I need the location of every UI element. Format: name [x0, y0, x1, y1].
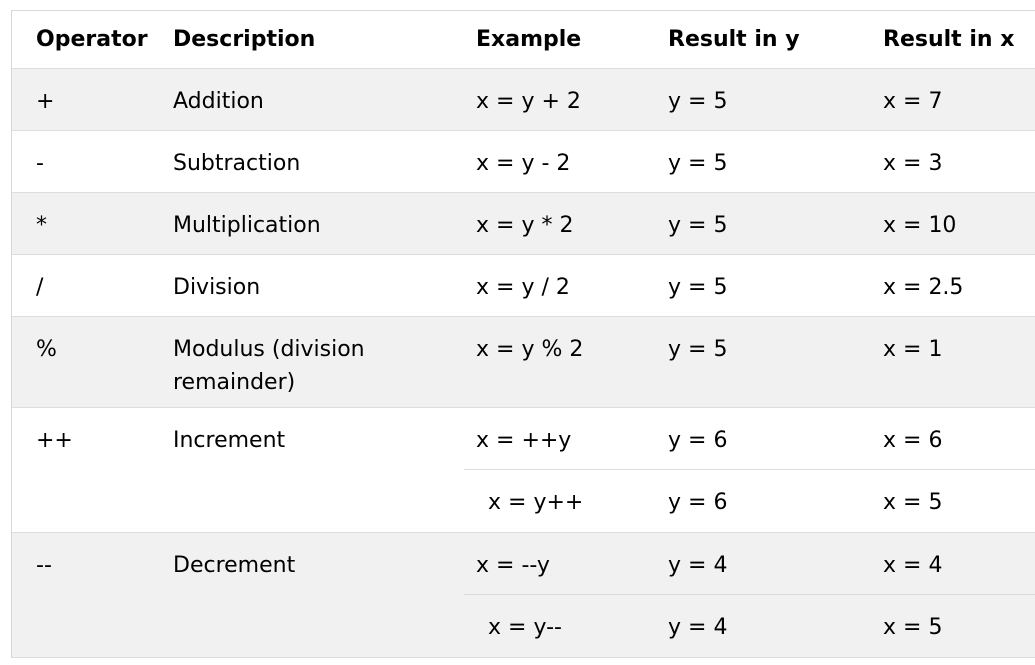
example-cell: x = y * 2 — [476, 213, 574, 238]
operator-cell: ++ — [36, 428, 73, 453]
table-subrow: x = y++ y = 6 x = 5 — [464, 470, 1035, 532]
result-x-cell: x = 10 — [883, 213, 957, 238]
operators-table: Operator Description Example Result in y… — [11, 10, 1035, 658]
example-cell: x = y - 2 — [476, 151, 571, 176]
example-cell: x = y / 2 — [476, 275, 570, 300]
operator-cell: % — [36, 337, 57, 362]
result-y-cell: y = 6 — [668, 428, 728, 453]
result-y-cell: y = 5 — [668, 213, 728, 238]
example-cell: x = y++ — [488, 490, 584, 515]
description-cell: Addition — [173, 89, 264, 114]
description-cell: Modulus (division remainder) — [173, 317, 453, 399]
operator-cell: - — [36, 151, 44, 176]
result-y-cell: y = 5 — [668, 275, 728, 300]
table-subrow: x = --y y = 4 x = 4 — [464, 533, 1035, 595]
description-line: remainder) — [173, 370, 296, 395]
example-cell: x = y % 2 — [476, 337, 584, 362]
result-x-cell: x = 7 — [883, 89, 943, 114]
table-subrow: x = y-- y = 4 x = 5 — [464, 595, 1035, 657]
operator-cell: -- — [36, 553, 52, 578]
table-subrow: x = ++y y = 6 x = 6 — [464, 408, 1035, 470]
table-row: * Multiplication x = y * 2 y = 5 x = 10 — [12, 193, 1035, 255]
example-cell: x = y-- — [488, 615, 562, 640]
header-example: Example — [476, 27, 582, 52]
result-x-cell: x = 5 — [883, 490, 943, 515]
header-result-x: Result in x — [883, 27, 1015, 52]
operator-cell: * — [36, 213, 47, 238]
table-header-row: Operator Description Example Result in y… — [12, 11, 1035, 69]
result-x-cell: x = 5 — [883, 615, 943, 640]
decrement-label-area: -- Decrement — [12, 533, 464, 657]
result-y-cell: y = 5 — [668, 89, 728, 114]
result-x-cell: x = 6 — [883, 428, 943, 453]
result-y-cell: y = 4 — [668, 553, 728, 578]
result-y-cell: y = 6 — [668, 490, 728, 515]
header-description: Description — [173, 27, 316, 52]
description-cell: Decrement — [173, 553, 296, 578]
header-operator: Operator — [36, 27, 148, 52]
operator-cell: + — [36, 89, 55, 114]
description-cell: Subtraction — [173, 151, 301, 176]
description-cell: Multiplication — [173, 213, 321, 238]
result-y-cell: y = 5 — [668, 337, 728, 362]
example-cell: x = ++y — [476, 428, 572, 453]
increment-group: ++ Increment x = ++y y = 6 x = 6 x = y++… — [12, 408, 1035, 533]
result-x-cell: x = 3 — [883, 151, 943, 176]
result-y-cell: y = 5 — [668, 151, 728, 176]
table-row: - Subtraction x = y - 2 y = 5 x = 3 — [12, 131, 1035, 193]
increment-label-area: ++ Increment — [12, 408, 464, 532]
result-y-cell: y = 4 — [668, 615, 728, 640]
description-cell: Division — [173, 275, 261, 300]
description-line: Modulus (division — [173, 337, 365, 362]
result-x-cell: x = 4 — [883, 553, 943, 578]
decrement-group: -- Decrement x = --y y = 4 x = 4 x = y--… — [12, 533, 1035, 658]
table-row: + Addition x = y + 2 y = 5 x = 7 — [12, 69, 1035, 131]
table-row: / Division x = y / 2 y = 5 x = 2.5 — [12, 255, 1035, 317]
description-cell: Increment — [173, 428, 286, 453]
example-cell: x = --y — [476, 553, 550, 578]
table-row: % Modulus (division remainder) x = y % 2… — [12, 317, 1035, 408]
example-cell: x = y + 2 — [476, 89, 581, 114]
result-x-cell: x = 1 — [883, 337, 943, 362]
header-result-y: Result in y — [668, 27, 800, 52]
operator-cell: / — [36, 275, 44, 300]
result-x-cell: x = 2.5 — [883, 275, 964, 300]
